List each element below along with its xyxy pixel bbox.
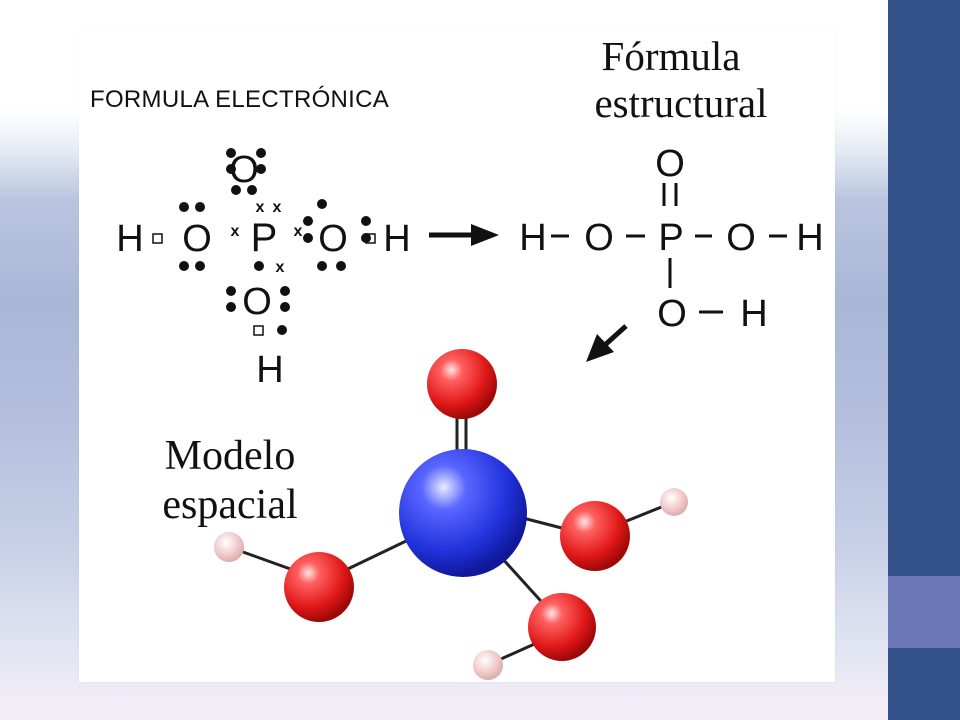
phosphoric-acid-figure: O x x H O x P O x H	[79, 30, 835, 682]
structural-oxygen-top: O	[655, 143, 685, 185]
lewis-oxygen-right: O	[318, 218, 348, 260]
lewis-electron-cross: x	[276, 259, 285, 276]
structural-hydrogen-left: H	[519, 217, 546, 259]
model-label-line2: espacial	[162, 482, 297, 528]
oxygen-atom-bottom	[528, 593, 596, 661]
hydrogen-atom	[660, 488, 688, 516]
lewis-structure: O x x H O x P O x H	[116, 148, 411, 391]
spatial-model	[214, 349, 688, 680]
lewis-electron-cross: x	[273, 199, 282, 216]
structural-hydrogen-bottom: H	[740, 293, 767, 335]
hydrogen-atom	[473, 650, 503, 680]
structural-hydrogen-right: H	[796, 217, 823, 259]
diagonal-arrow-icon	[586, 324, 628, 362]
oxygen-atom-right	[560, 501, 630, 571]
structural-label-line2: estructural	[594, 80, 767, 126]
phosphorus-atom	[399, 449, 527, 577]
structural-label-line1: Fórmula	[602, 33, 741, 79]
lewis-hydrogen-right: H	[383, 218, 410, 260]
lewis-hydrogen-left: H	[116, 218, 143, 260]
oxygen-atom-top	[427, 349, 497, 419]
slide-title: FORMULA ELECTRÓNICA	[90, 86, 390, 113]
lewis-phosphorus: P	[251, 216, 278, 260]
lewis-hydrogen-bottom: H	[256, 349, 283, 391]
right-arrow-icon	[429, 224, 499, 246]
slide-sidebar-accent	[888, 576, 960, 648]
oxygen-atom-left	[284, 552, 354, 622]
model-label-line1: Modelo	[165, 433, 296, 479]
hydrogen-atom	[214, 532, 244, 562]
structural-phosphorus: P	[658, 217, 683, 259]
structural-formula: H O P O H O O H	[519, 143, 823, 335]
structural-oxygen-right: O	[726, 217, 756, 259]
lewis-oxygen-left: O	[182, 218, 212, 260]
lewis-electron-cross: x	[256, 199, 265, 216]
structural-oxygen-bottom: O	[657, 293, 687, 335]
lewis-oxygen-bottom: O	[242, 281, 272, 323]
lewis-electron-cross: x	[294, 223, 303, 240]
structural-oxygen-left: O	[584, 217, 614, 259]
lewis-electron-cross: x	[231, 223, 240, 240]
